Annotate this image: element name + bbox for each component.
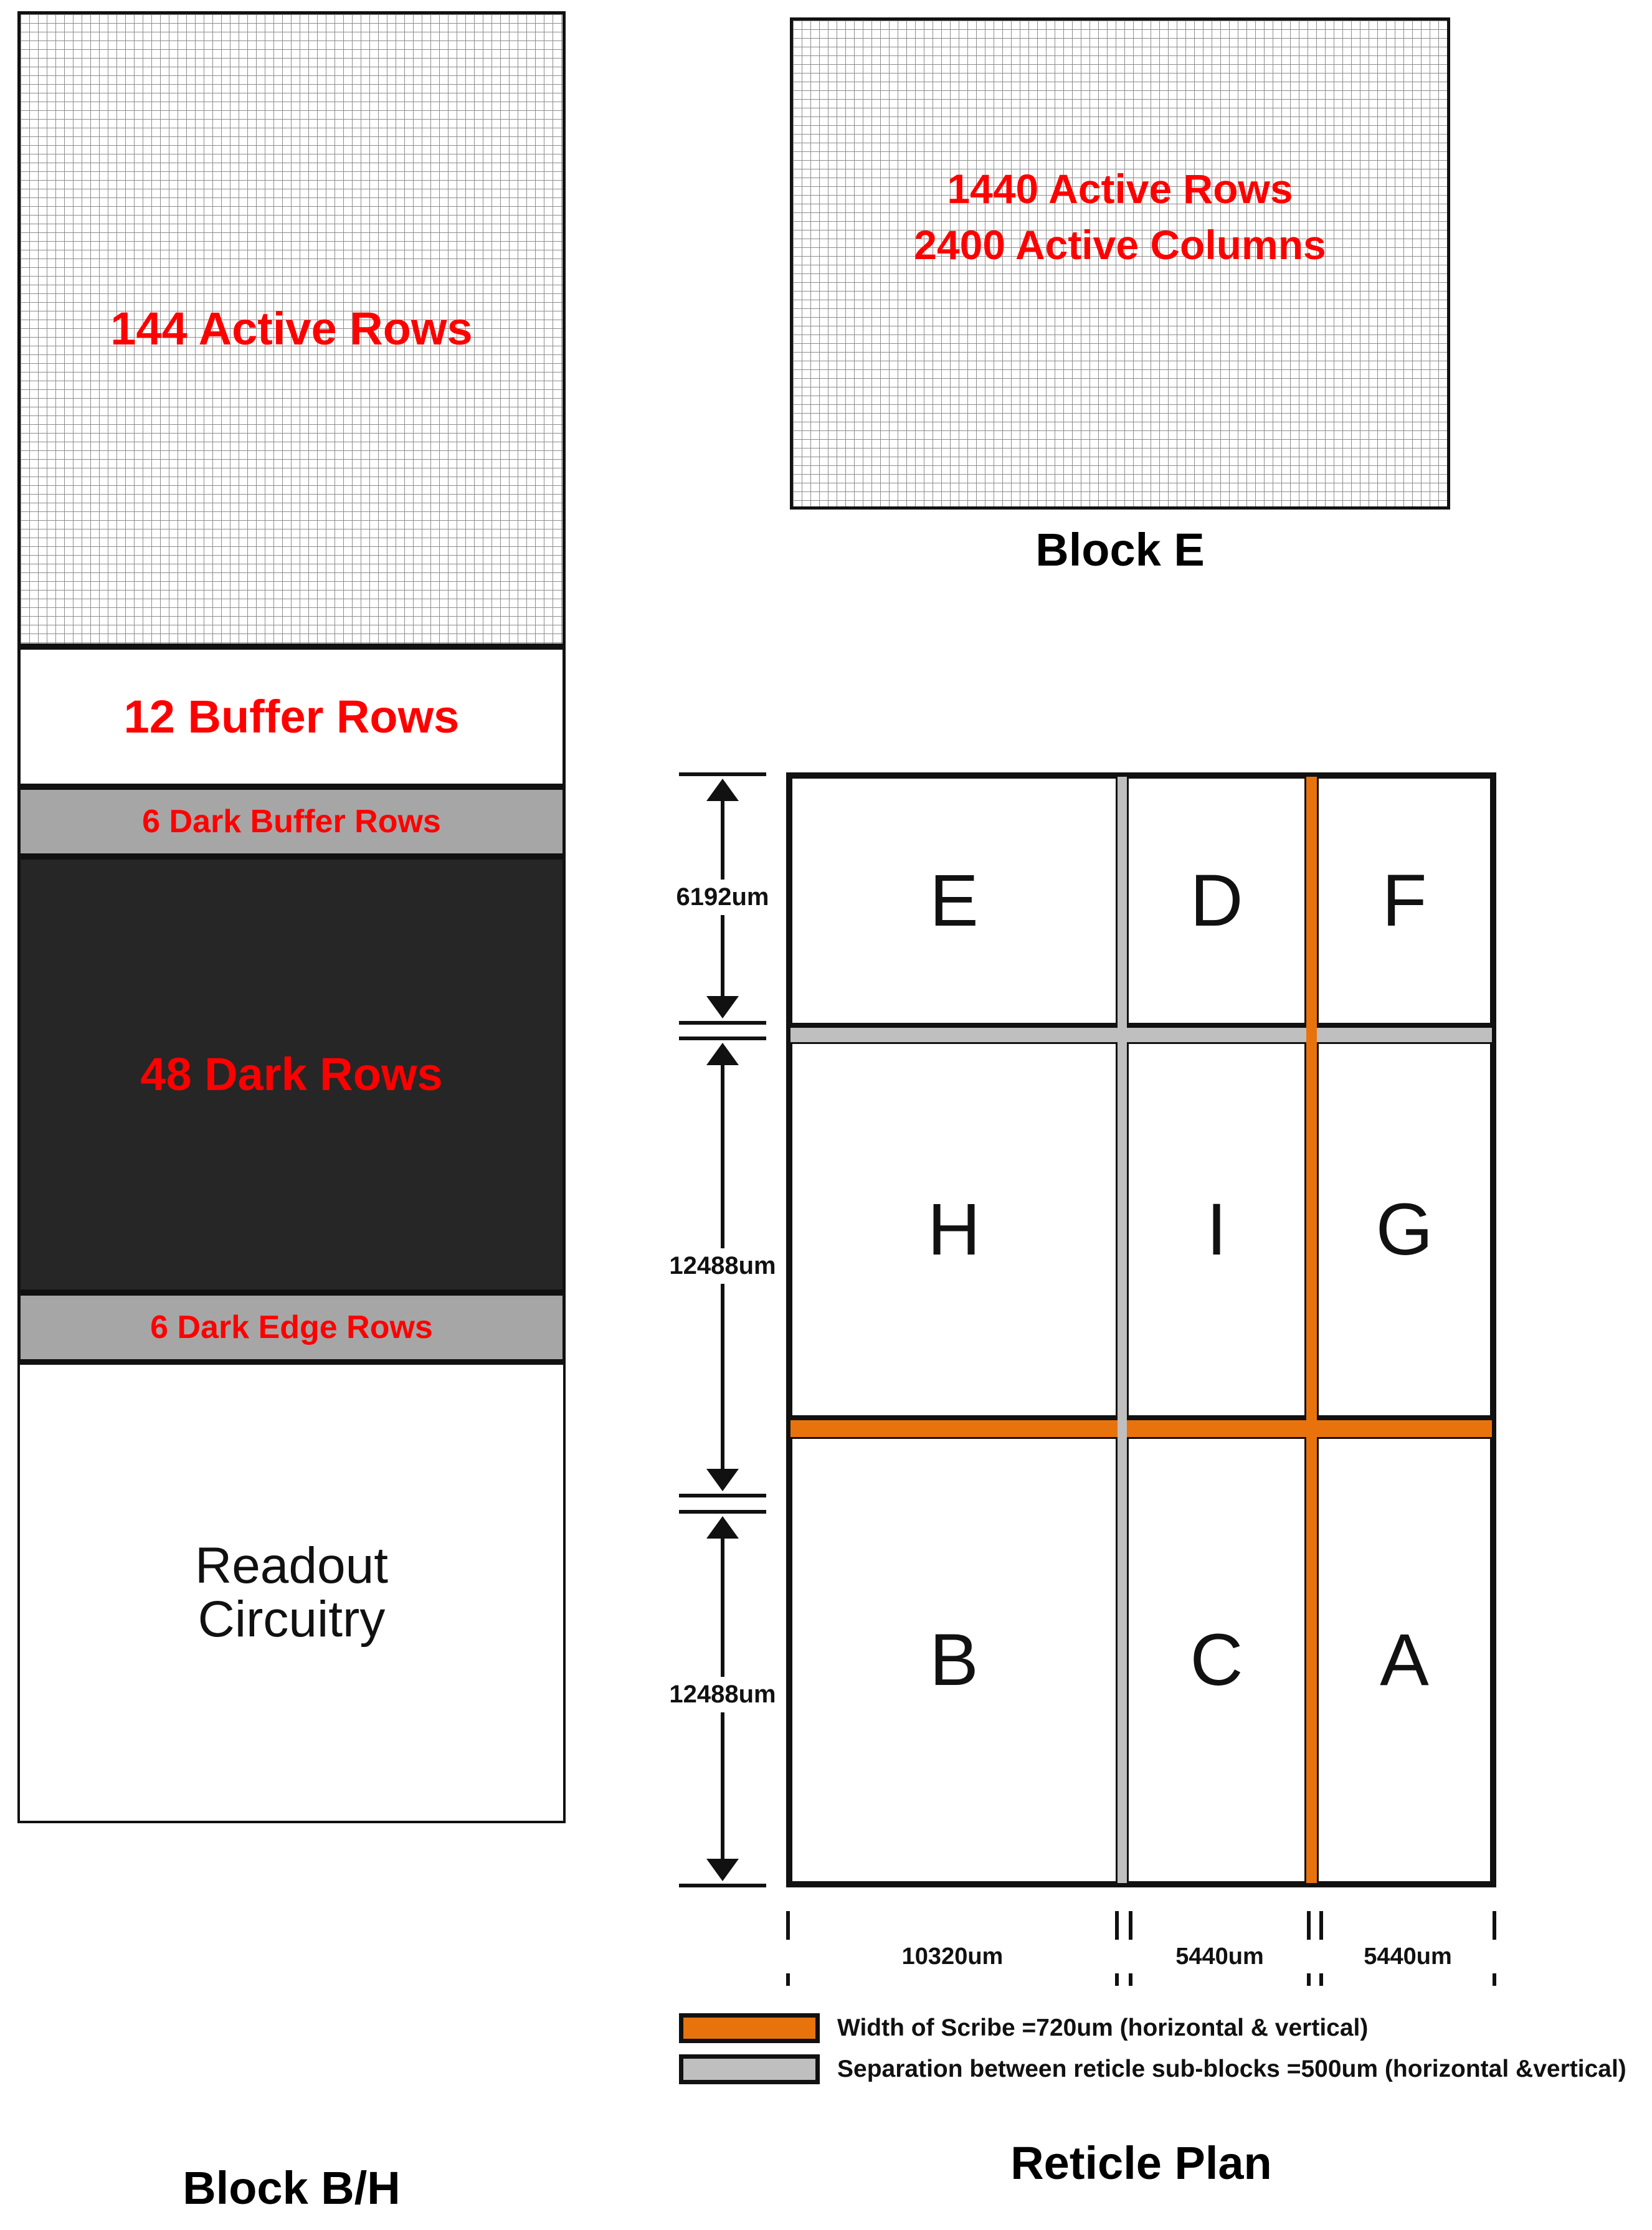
arrow-down-icon: [706, 996, 739, 1018]
reticle-cell-b[interactable]: B: [790, 1437, 1118, 1883]
reticle-cell-label: B: [929, 1619, 979, 1701]
block-bh-diagram: 144 Active Rows 12 Buffer Rows 6 Dark Bu…: [17, 11, 566, 2173]
legend-row-scribe: Width of Scribe =720um (horizontal & ver…: [679, 2013, 1638, 2043]
buffer-rows-label: 12 Buffer Rows: [123, 690, 460, 743]
reticle-cell-i[interactable]: I: [1127, 1042, 1306, 1417]
reticle-cell-g[interactable]: G: [1317, 1042, 1492, 1417]
arrow-down-icon: [706, 1469, 739, 1491]
dimension-tick-bottom: [679, 1884, 766, 1887]
block-e-pixel-array: [790, 17, 1450, 510]
reticle-cell-e[interactable]: E: [790, 777, 1118, 1025]
reticle-cell-label: F: [1382, 860, 1427, 942]
horizontal-dimension-label: 10320um: [786, 1940, 1119, 1973]
block-e-active-rows-label: 1440 Active Rows: [947, 166, 1293, 212]
reticle-cell-d[interactable]: D: [1127, 777, 1306, 1025]
block-e-labels: 1440 Active Rows 2400 Active Columns: [790, 168, 1450, 265]
arrow-down-icon: [706, 1859, 739, 1881]
readout-circuitry-label: Readout Circuitry: [195, 1539, 388, 1646]
reticle-horizontal-dimensions: 10320um 5440um 5440um: [786, 1911, 1496, 1986]
dark-buffer-rows-label: 6 Dark Buffer Rows: [142, 804, 441, 840]
dimension-tick-top: [679, 1510, 766, 1514]
reticle-cell-a[interactable]: A: [1317, 1437, 1492, 1883]
reticle-cell-c[interactable]: C: [1127, 1437, 1306, 1883]
arrow-up-icon: [706, 779, 739, 801]
horizontal-dimension-label: 5440um: [1319, 1940, 1496, 1973]
block-bh-caption: Block B/H: [183, 2162, 401, 2214]
buffer-rows-region: 12 Buffer Rows: [17, 647, 566, 787]
reticle-cell-label: H: [927, 1189, 981, 1271]
reticle-cell-f[interactable]: F: [1317, 777, 1492, 1025]
dark-rows-label: 48 Dark Rows: [140, 1048, 443, 1100]
active-rows-region: 144 Active Rows: [17, 11, 566, 647]
readout-circuitry-region: Readout Circuitry: [17, 1362, 566, 1823]
dimension-tick-top: [679, 1037, 766, 1040]
vertical-dimension-label: 12488um: [653, 1248, 792, 1284]
vertical-dimension-6192um: 6192um: [653, 772, 792, 1025]
dark-rows-region: 48 Dark Rows: [17, 856, 566, 1293]
reticle-cell-label: E: [929, 860, 979, 942]
horizontal-dimension-10320um: 10320um: [786, 1911, 1119, 1986]
reticle-cell-label: A: [1380, 1619, 1429, 1701]
reticle-cell-h[interactable]: H: [790, 1042, 1118, 1417]
dimension-tick-bottom: [679, 1494, 766, 1497]
dimension-tick-top: [679, 772, 766, 776]
arrow-up-icon: [706, 1043, 739, 1065]
block-e-active-columns-label: 2400 Active Columns: [914, 222, 1326, 268]
reticle-cell-label: D: [1190, 860, 1243, 942]
active-rows-label: 144 Active Rows: [110, 303, 473, 354]
separation-swatch: [679, 2054, 820, 2084]
dark-edge-rows-region: 6 Dark Edge Rows: [17, 1293, 566, 1362]
reticle-plan-caption: Reticle Plan: [1010, 2137, 1272, 2189]
vertical-dimension-label: 6192um: [653, 880, 792, 915]
separation-vertical-col1-col2: [1118, 777, 1127, 1883]
readout-line-2: Circuitry: [197, 1591, 386, 1648]
dimension-tick-bottom: [679, 1021, 766, 1025]
horizontal-dimension-5440um-middle: 5440um: [1129, 1911, 1311, 1986]
scribe-swatch: [679, 2013, 820, 2043]
arrow-up-icon: [706, 1516, 739, 1539]
block-e-caption: Block E: [1035, 524, 1205, 576]
dark-buffer-rows-region: 6 Dark Buffer Rows: [17, 787, 566, 856]
vertical-dimension-12488um-middle: 12488um: [653, 1037, 792, 1497]
reticle-legend: Width of Scribe =720um (horizontal & ver…: [679, 2013, 1638, 2095]
reticle-vertical-dimensions: 6192um 12488um 12488um: [653, 772, 792, 1887]
legend-scribe-text: Width of Scribe =720um (horizontal & ver…: [837, 2014, 1369, 2041]
reticle-cell-label: C: [1190, 1619, 1243, 1701]
reticle-cell-label: I: [1206, 1189, 1227, 1271]
dark-edge-rows-label: 6 Dark Edge Rows: [150, 1309, 433, 1345]
reticle-plan-grid: E D F H I G B C A: [786, 772, 1496, 1887]
legend-row-separation: Separation between reticle sub-blocks =5…: [679, 2054, 1638, 2084]
horizontal-dimension-label: 5440um: [1129, 1940, 1311, 1973]
reticle-cell-label: G: [1375, 1189, 1433, 1271]
scribe-vertical-col2-col3: [1306, 777, 1317, 1883]
vertical-dimension-label: 12488um: [653, 1677, 792, 1712]
horizontal-dimension-5440um-right: 5440um: [1319, 1911, 1496, 1986]
vertical-dimension-12488um-bottom: 12488um: [653, 1510, 792, 1887]
readout-line-1: Readout: [194, 1537, 389, 1594]
legend-separation-text: Separation between reticle sub-blocks =5…: [837, 2056, 1626, 2082]
